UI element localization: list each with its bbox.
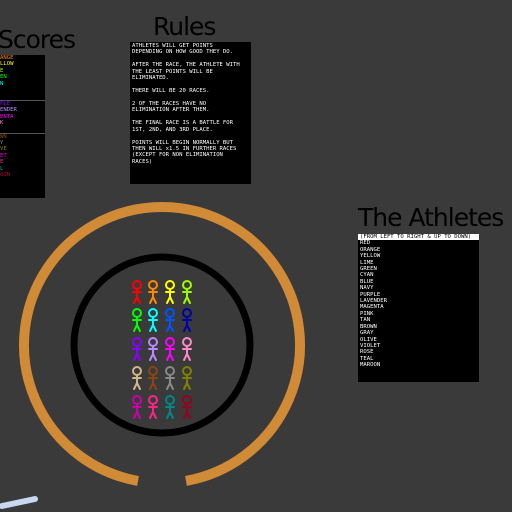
score-row: ANGE: [0, 55, 45, 61]
athlete-figure: [182, 366, 192, 390]
athlete-name: LIME: [360, 259, 374, 266]
rule-text: 2 OF THE RACES HAVE NO ELIMINATION AFTER…: [132, 100, 210, 114]
athlete-name: BROWN: [360, 323, 377, 330]
score-name: E: [0, 159, 4, 166]
athlete-figure: [182, 395, 192, 419]
rule-text: AFTER THE RACE, THE ATHLETE WITH THE LEA…: [132, 62, 240, 82]
score-name: OON: [0, 172, 11, 179]
athlete-figure: [132, 308, 142, 332]
athlete-name: GRAY: [360, 330, 374, 337]
athletes-title: The Athletes: [358, 203, 504, 232]
score-name: VE: [0, 146, 7, 153]
athlete-name: OLIVE: [360, 336, 377, 343]
score-name: L: [0, 165, 4, 172]
rule-text: ATHLETES WILL GET POINTS DEPENDING ON HO…: [132, 43, 234, 56]
score-row: E: [0, 159, 45, 165]
athlete-figure: [132, 280, 142, 304]
score-name: ET: [0, 152, 7, 159]
score-row: N: [0, 81, 45, 87]
rule-text: POINTS WILL BEGIN NORMALLY BUT THEN WILL…: [132, 139, 237, 165]
athlete-figure: [182, 337, 192, 361]
score-row: OON: [0, 172, 45, 178]
athlete-figure: [148, 308, 158, 332]
athlete-figure: [182, 280, 192, 304]
athlete-name: CYAN: [360, 272, 374, 279]
score-row: VE: [0, 146, 45, 152]
athlete-name: TEAL: [360, 355, 374, 362]
athlete-name: YELLOW: [360, 253, 381, 260]
score-row: EN: [0, 74, 45, 80]
athlete-figure: [132, 337, 142, 361]
hint-stroke: [0, 496, 38, 509]
score-name: N: [0, 80, 4, 87]
athlete-name: BLUE: [360, 278, 374, 285]
athlete-name: NAVY: [360, 285, 374, 292]
score-name: EN: [0, 74, 7, 81]
score-name: WN: [0, 133, 7, 140]
athlete-name: RED: [360, 240, 371, 247]
athlete-name: ORANGE: [360, 246, 381, 253]
athlete-figure: [132, 395, 142, 419]
athlete-figure: [165, 395, 175, 419]
athlete-name: PINK: [360, 310, 374, 317]
athlete-figure: [132, 366, 142, 390]
inner-ring: [70, 253, 254, 437]
score-name: ANGE: [0, 55, 14, 61]
athletes-header: (FROM LEFT TO RIGHT & UP TO DOWN): [358, 234, 479, 241]
athlete-figure: [148, 280, 158, 304]
score-row: E: [0, 68, 45, 74]
athlete-name: PURPLE: [360, 291, 381, 298]
score-row: WN: [0, 132, 45, 140]
rule-text: THE FINAL RACE IS A BATTLE FOR 1ST, 2ND,…: [132, 120, 234, 133]
athlete-name: ROSE: [360, 349, 374, 356]
score-name: ENTA: [0, 113, 14, 120]
outer-track: [19, 202, 305, 486]
score-name: E: [0, 67, 4, 74]
athlete-name: MAROON: [360, 362, 381, 369]
athlete-figures: [132, 280, 192, 419]
rules-title: Rules: [153, 12, 216, 41]
athlete-figure: [165, 280, 175, 304]
athlete-name: VIOLET: [360, 342, 381, 349]
athlete-name: MAGENTA: [360, 304, 384, 311]
rule-text: THERE WILL BE 20 RACES.: [132, 88, 210, 95]
scores-title: Scores: [0, 25, 76, 54]
athlete-figure: [182, 308, 192, 332]
athlete-name: TAN: [360, 317, 371, 324]
score-row: K: [0, 120, 45, 126]
score-row: LLOW: [0, 61, 45, 67]
score-name: ENDER: [0, 107, 17, 114]
athlete-figure: [148, 366, 158, 390]
athlete-figure: [165, 366, 175, 390]
athlete-figure: [165, 308, 175, 332]
athlete-name: LAVENDER: [360, 298, 387, 305]
score-row: ET: [0, 153, 45, 159]
athlete-name: GREEN: [360, 266, 377, 273]
athlete-figure: [165, 337, 175, 361]
score-row: ENTA: [0, 114, 45, 120]
score-name: K: [0, 119, 4, 126]
score-row: Y: [0, 140, 45, 146]
score-row: L: [0, 166, 45, 172]
rules-panel: ATHLETES WILL GET POINTS DEPENDING ON HO…: [130, 42, 251, 184]
score-name: PLE: [0, 100, 11, 107]
score-name: LLOW: [0, 61, 14, 68]
score-row: PLE: [0, 99, 45, 107]
score-row: ENDER: [0, 107, 45, 113]
score-name: Y: [0, 140, 4, 147]
athlete-figure: [148, 337, 158, 361]
athlete-figure: [148, 395, 158, 419]
